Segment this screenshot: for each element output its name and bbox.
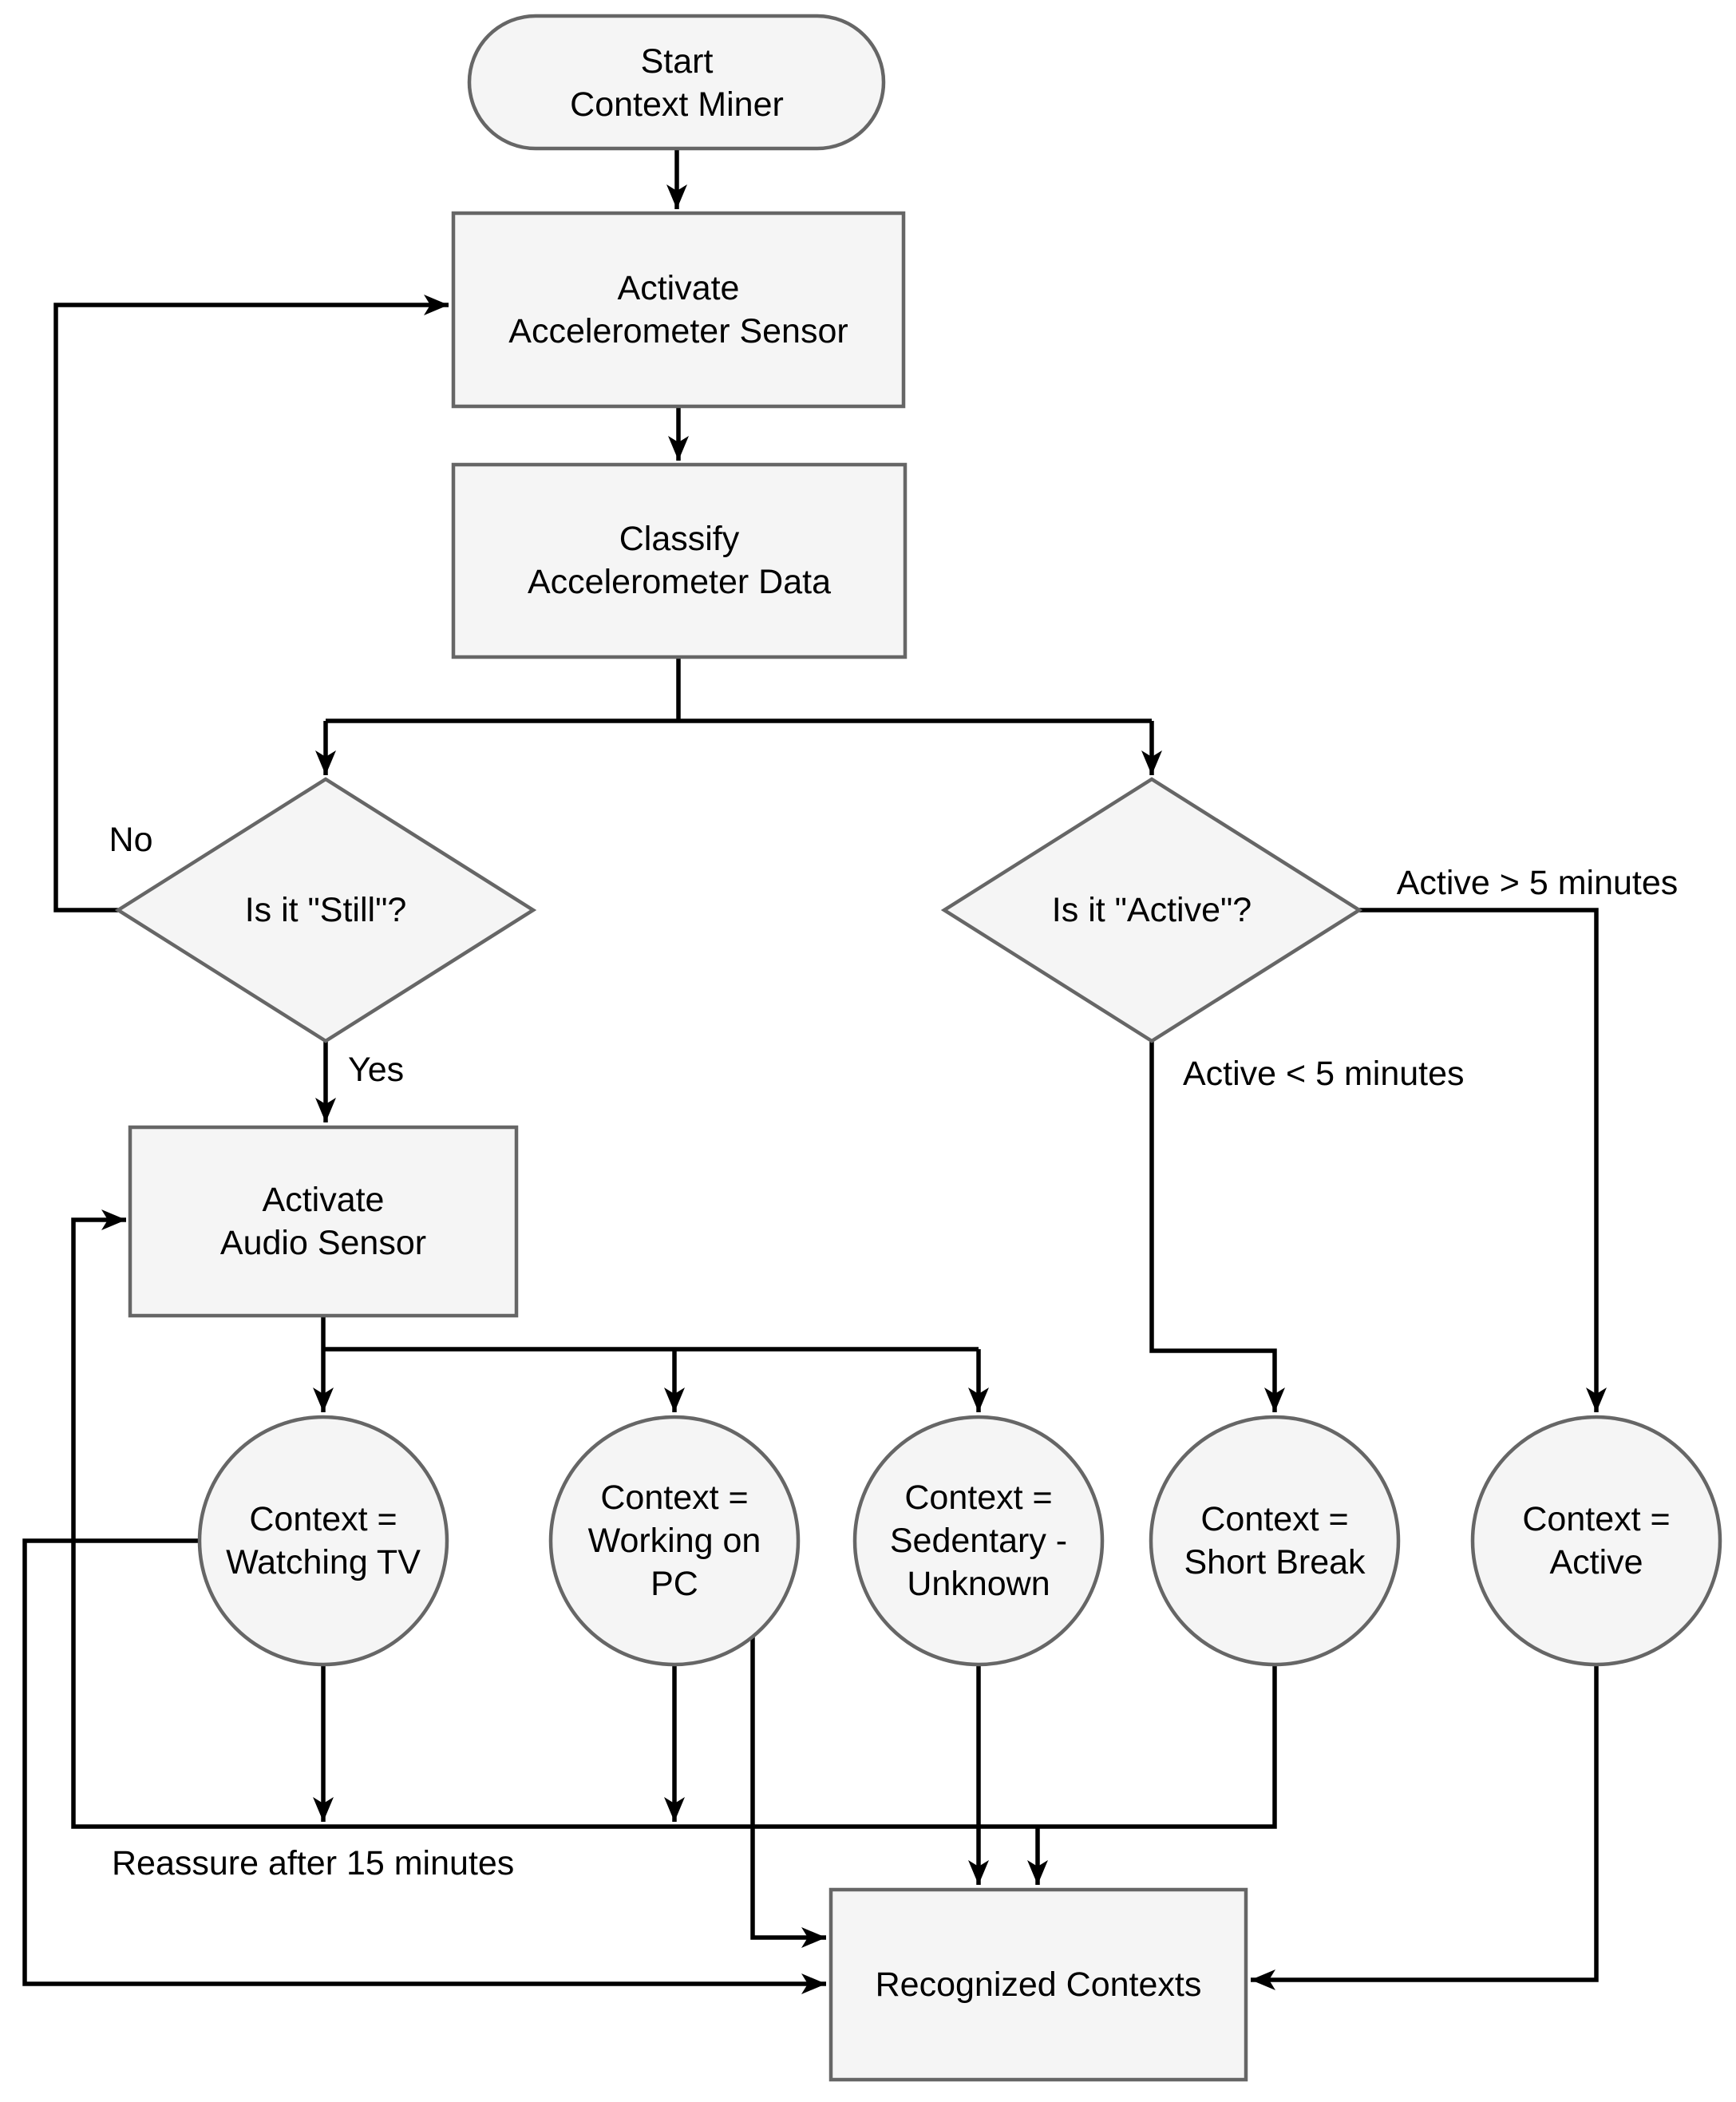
label-no: No <box>109 821 153 859</box>
edge-active-lt5-to-short-break <box>1149 1041 1285 1412</box>
edge-no-loop <box>53 295 449 912</box>
node-start: Start Context Miner <box>467 14 886 151</box>
node-context-short-break: Context = Short Break <box>1149 1415 1401 1667</box>
label-reassure: Reassure after 15 minutes <box>112 1844 514 1882</box>
context-active-line1: Context = <box>1522 1500 1670 1538</box>
context-sedentary-line1: Context = <box>904 1479 1052 1517</box>
start-terminator-shape <box>467 14 886 151</box>
node-is-still-decision: Is it "Still"? <box>114 777 537 1043</box>
context-working-pc-shape <box>548 1415 801 1667</box>
activate-accelerometer-line1: Activate <box>618 269 740 307</box>
context-sedentary-line2: Sedentary - <box>890 1522 1067 1560</box>
edge-active-gt5-to-context-active <box>1359 908 1607 1412</box>
node-context-active: Context = Active <box>1470 1415 1722 1667</box>
start-label-line2: Context Miner <box>570 85 784 124</box>
label-active-lt5: Active < 5 minutes <box>1183 1055 1465 1093</box>
context-active-line2: Active <box>1549 1543 1643 1581</box>
context-short-break-line2: Short Break <box>1184 1543 1366 1581</box>
context-watching-tv-shape <box>197 1415 449 1667</box>
classify-accelerometer-shape <box>451 462 908 659</box>
activate-audio-line1: Activate <box>263 1181 385 1219</box>
edges <box>22 148 1607 1994</box>
activate-audio-shape <box>128 1125 519 1318</box>
activate-accelerometer-shape <box>451 211 906 409</box>
node-classify-accelerometer: Classify Accelerometer Data <box>451 462 908 659</box>
activate-audio-line2: Audio Sensor <box>220 1224 426 1262</box>
node-activate-audio: Activate Audio Sensor <box>128 1125 519 1318</box>
node-recognized-contexts: Recognized Contexts <box>828 1887 1248 2082</box>
edge-labels: No Yes Active > 5 minutes Active < 5 min… <box>109 821 1679 1882</box>
node-is-active-decision: Is it "Active"? <box>940 777 1363 1043</box>
context-working-pc-line3: PC <box>651 1565 698 1603</box>
is-active-label: Is it "Active"? <box>1052 891 1252 929</box>
context-working-pc-line1: Context = <box>600 1479 748 1517</box>
recognized-contexts-label: Recognized Contexts <box>876 1965 1202 2004</box>
node-activate-accelerometer: Activate Accelerometer Sensor <box>451 211 906 409</box>
node-context-sedentary-unknown: Context = Sedentary - Unknown <box>852 1415 1105 1667</box>
context-short-break-shape <box>1149 1415 1401 1667</box>
node-context-watching-tv: Context = Watching TV <box>197 1415 449 1667</box>
label-active-gt5: Active > 5 minutes <box>1397 864 1679 902</box>
edge-context-active-to-recognized <box>1251 1665 1599 1990</box>
context-active-shape <box>1470 1415 1722 1667</box>
node-context-working-pc: Context = Working on PC <box>548 1415 801 1667</box>
is-still-diamond-shape <box>114 777 537 1043</box>
context-sedentary-shape <box>852 1415 1105 1667</box>
recognized-contexts-shape <box>828 1887 1248 2082</box>
context-working-pc-line2: Working on <box>588 1522 761 1560</box>
edge-watching-tv-to-recognized <box>22 1538 826 1994</box>
activate-accelerometer-line2: Accelerometer Sensor <box>508 312 848 350</box>
classify-accelerometer-line1: Classify <box>619 520 740 558</box>
label-yes: Yes <box>348 1051 404 1089</box>
edge-working-pc-to-recognized <box>750 1637 826 1948</box>
start-label-line1: Start <box>641 42 714 81</box>
context-watching-tv-line1: Context = <box>249 1500 397 1538</box>
classify-accelerometer-line2: Accelerometer Data <box>528 563 831 601</box>
edge-reassure-loop <box>71 1209 1277 1829</box>
is-active-diamond-shape <box>940 777 1363 1043</box>
is-still-label: Is it "Still"? <box>245 891 407 929</box>
context-watching-tv-line2: Watching TV <box>226 1543 421 1581</box>
context-sedentary-line3: Unknown <box>907 1565 1050 1603</box>
context-short-break-line1: Context = <box>1200 1500 1348 1538</box>
